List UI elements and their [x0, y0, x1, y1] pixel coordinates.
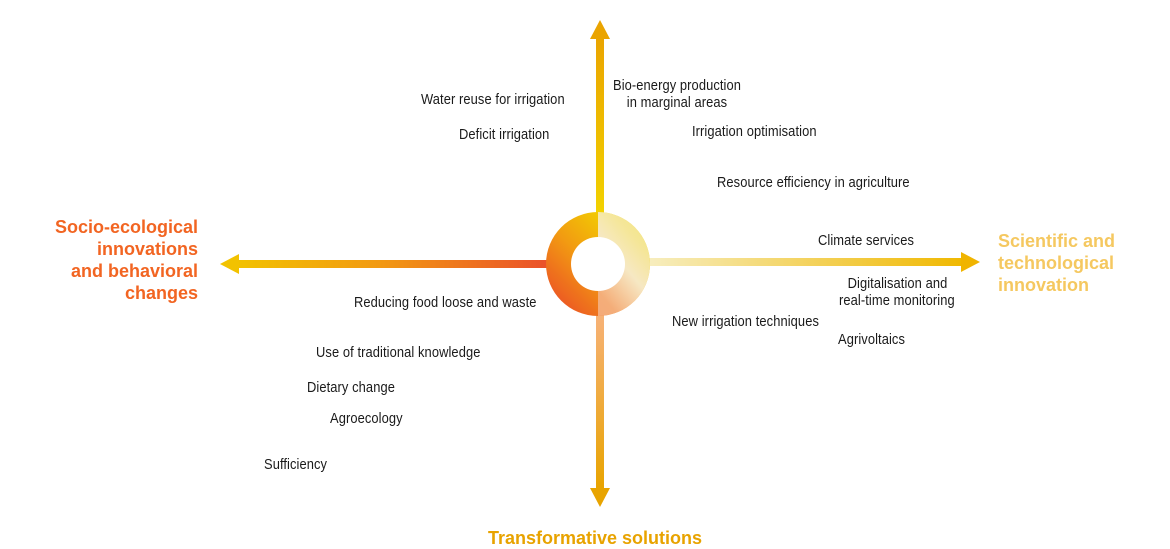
item-digitalisation: Digitalisation and real-time monitoring	[839, 275, 955, 309]
item-new-irrigation: New irrigation techniques	[672, 313, 819, 330]
item-agrivoltaics: Agrivoltaics	[838, 331, 905, 348]
item-traditional-knowledge: Use of traditional knowledge	[316, 344, 481, 361]
item-irrigation-optimisation: Irrigation optimisation	[692, 123, 817, 140]
right-axis-label: Scientific and technological innovation	[998, 230, 1115, 296]
item-food-waste: Reducing food loose and waste	[354, 294, 537, 311]
item-digitalisation-line: real-time monitoring	[839, 292, 955, 309]
down-axis-arrow	[590, 312, 610, 507]
item-bio-energy-line: in marginal areas	[626, 94, 728, 111]
item-bio-energy-line: Bio-energy production	[613, 77, 742, 94]
left-axis-label-line: Socio-ecological	[54, 217, 198, 237]
up-axis-arrow	[590, 20, 610, 214]
left-axis-label-line: innovations	[96, 239, 198, 259]
right-axis-label-line: Scientific and	[998, 231, 1116, 251]
item-digitalisation-line: Digitalisation and	[847, 275, 948, 292]
item-water-reuse: Water reuse for irrigation	[421, 91, 565, 108]
item-resource-efficiency: Resource efficiency in agriculture	[717, 174, 910, 191]
item-agroecology: Agroecology	[330, 410, 403, 427]
right-axis-label-line: innovation	[998, 275, 1089, 295]
center-ring	[546, 212, 650, 316]
diagram-canvas	[220, 20, 980, 507]
item-dietary-change: Dietary change	[307, 379, 395, 396]
bottom-axis-label: Transformative solutions	[488, 528, 703, 548]
right-axis-arrow	[646, 252, 980, 272]
left-axis-label: Socio-ecological innovations and behavio…	[55, 216, 198, 304]
left-axis-label-line: changes	[124, 283, 198, 303]
right-axis-label-line: technological	[998, 253, 1115, 273]
item-climate-services: Climate services	[818, 232, 914, 249]
item-sufficiency: Sufficiency	[264, 456, 328, 473]
left-axis-label-line: and behavioral	[70, 261, 198, 281]
item-bio-energy: Bio-energy production in marginal areas	[613, 77, 741, 111]
left-axis-arrow	[220, 254, 552, 274]
item-deficit-irrigation: Deficit irrigation	[459, 126, 550, 143]
